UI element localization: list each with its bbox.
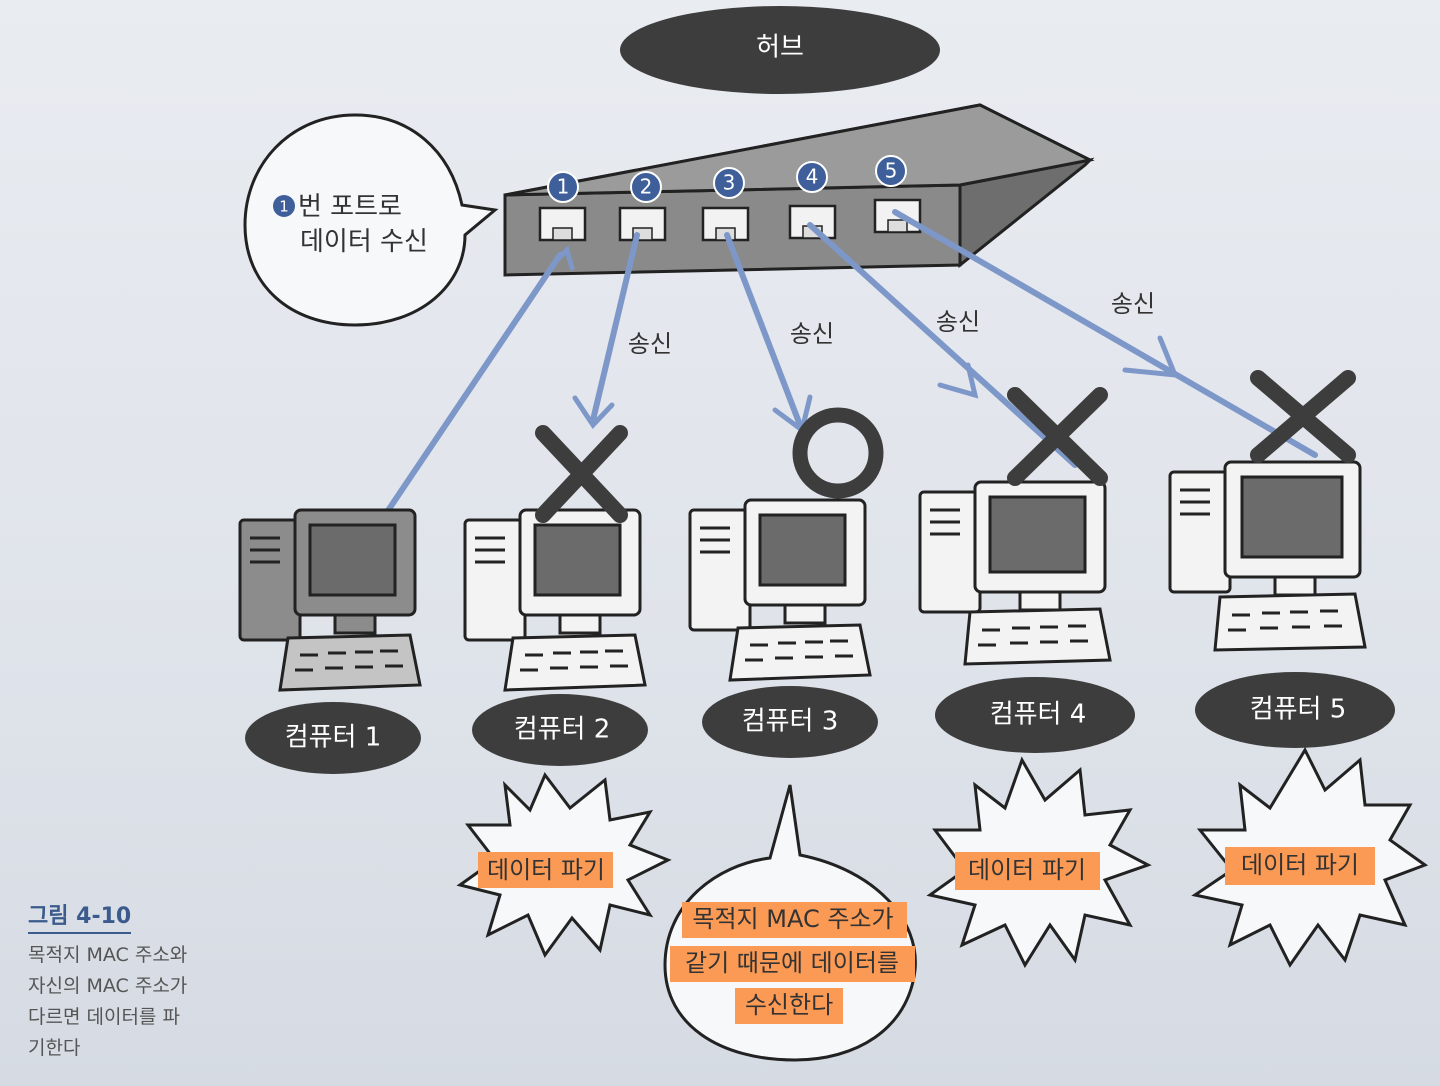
- send-label-2: 송신: [628, 330, 672, 358]
- send-label-4: 송신: [936, 308, 980, 336]
- figure-caption: 그림 4-10 목적지 MAC 주소와 자신의 MAC 주소가 다르면 데이터를…: [28, 898, 228, 1064]
- computer-5-label: 컴퓨터 5: [1195, 672, 1395, 748]
- svg-text:4: 4: [806, 165, 819, 189]
- port-badge-4: 4: [796, 161, 828, 193]
- computer-1-illustration: [238, 508, 422, 692]
- hub-title-text: 허브: [756, 33, 804, 63]
- arrow-port5-to-pc5: [892, 209, 1318, 458]
- hub-port-4-socket: [788, 204, 837, 240]
- o-mark-computer-3: [792, 407, 884, 499]
- arrow-port4-to-pc4: [807, 222, 1078, 468]
- svg-text:2: 2: [640, 175, 653, 199]
- send-label-5: 송신: [1111, 290, 1155, 318]
- svg-text:컴퓨터 2: 컴퓨터 2: [514, 715, 611, 745]
- hub-port-1-socket: [538, 206, 587, 242]
- arrow-port2-to-pc2: [590, 232, 640, 423]
- computer-2-illustration: [463, 508, 647, 692]
- port-badge-2: 2: [630, 171, 662, 203]
- send-label-3: 송신: [790, 320, 834, 348]
- figure-caption-title: 그림 4-10: [28, 898, 132, 934]
- discard-text-computer-5: 데이터 파기: [1241, 851, 1359, 879]
- port1-bubble-line1: 번 포트로: [298, 192, 402, 222]
- receive-bubble-computer-3: 목적지 MAC 주소가 같기 때문에 데이터를 수신한다: [663, 784, 917, 1062]
- figure-caption-text: 목적지 MAC 주소와 자신의 MAC 주소가 다르면 데이터를 파 기한다: [28, 944, 188, 1059]
- receive-line-1: 목적지 MAC 주소가: [692, 905, 893, 933]
- port1-receive-bubble: 1 번 포트로 데이터 수신: [243, 113, 499, 327]
- port1-bubble-number: 1: [279, 198, 289, 216]
- discard-text-computer-4: 데이터 파기: [968, 856, 1086, 884]
- svg-text:컴퓨터 5: 컴퓨터 5: [1250, 695, 1347, 725]
- discard-text-computer-2: 데이터 파기: [487, 856, 605, 884]
- svg-text:1: 1: [557, 175, 570, 199]
- svg-text:컴퓨터 4: 컴퓨터 4: [990, 700, 1087, 730]
- svg-text:컴퓨터 1: 컴퓨터 1: [285, 723, 382, 753]
- svg-text:3: 3: [723, 171, 736, 195]
- port1-bubble-line2: 데이터 수신: [300, 227, 428, 257]
- computer-5-illustration: [1168, 460, 1367, 652]
- arrow-pc1-to-port1: [382, 252, 563, 518]
- discard-burst-computer-2: 데이터 파기: [456, 772, 672, 959]
- hub-port-2-socket: [618, 206, 667, 242]
- port-badge-3: 3: [713, 167, 745, 199]
- computer-3-illustration: [688, 498, 872, 682]
- computer-4-illustration: [918, 480, 1112, 666]
- reject-marks: [535, 370, 1356, 523]
- svg-text:5: 5: [885, 159, 898, 183]
- computer-3-label: 컴퓨터 3: [702, 686, 878, 758]
- receive-line-3: 수신한다: [745, 991, 833, 1019]
- receive-line-2: 같기 때문에 데이터를: [685, 949, 899, 977]
- discard-burst-computer-4: 데이터 파기: [926, 756, 1152, 969]
- svg-text:컴퓨터 3: 컴퓨터 3: [742, 707, 839, 737]
- x-mark-computer-4: [1007, 387, 1108, 486]
- port-badge-5: 5: [875, 155, 907, 187]
- port-badge-1: 1: [547, 171, 579, 203]
- computer-2-label: 컴퓨터 2: [472, 694, 648, 766]
- arrow-port3-to-pc3: [724, 232, 803, 428]
- hub-device: 1 2 3 4 5: [503, 103, 1095, 277]
- x-mark-computer-2: [535, 425, 628, 523]
- discard-burst-computer-5: 데이터 파기: [1191, 746, 1429, 968]
- computer-4-label: 컴퓨터 4: [935, 677, 1135, 753]
- arrows: [382, 209, 1318, 518]
- x-mark-computer-5: [1250, 370, 1356, 463]
- computer-1-label: 컴퓨터 1: [245, 702, 421, 774]
- hub-title: 허브: [620, 6, 940, 94]
